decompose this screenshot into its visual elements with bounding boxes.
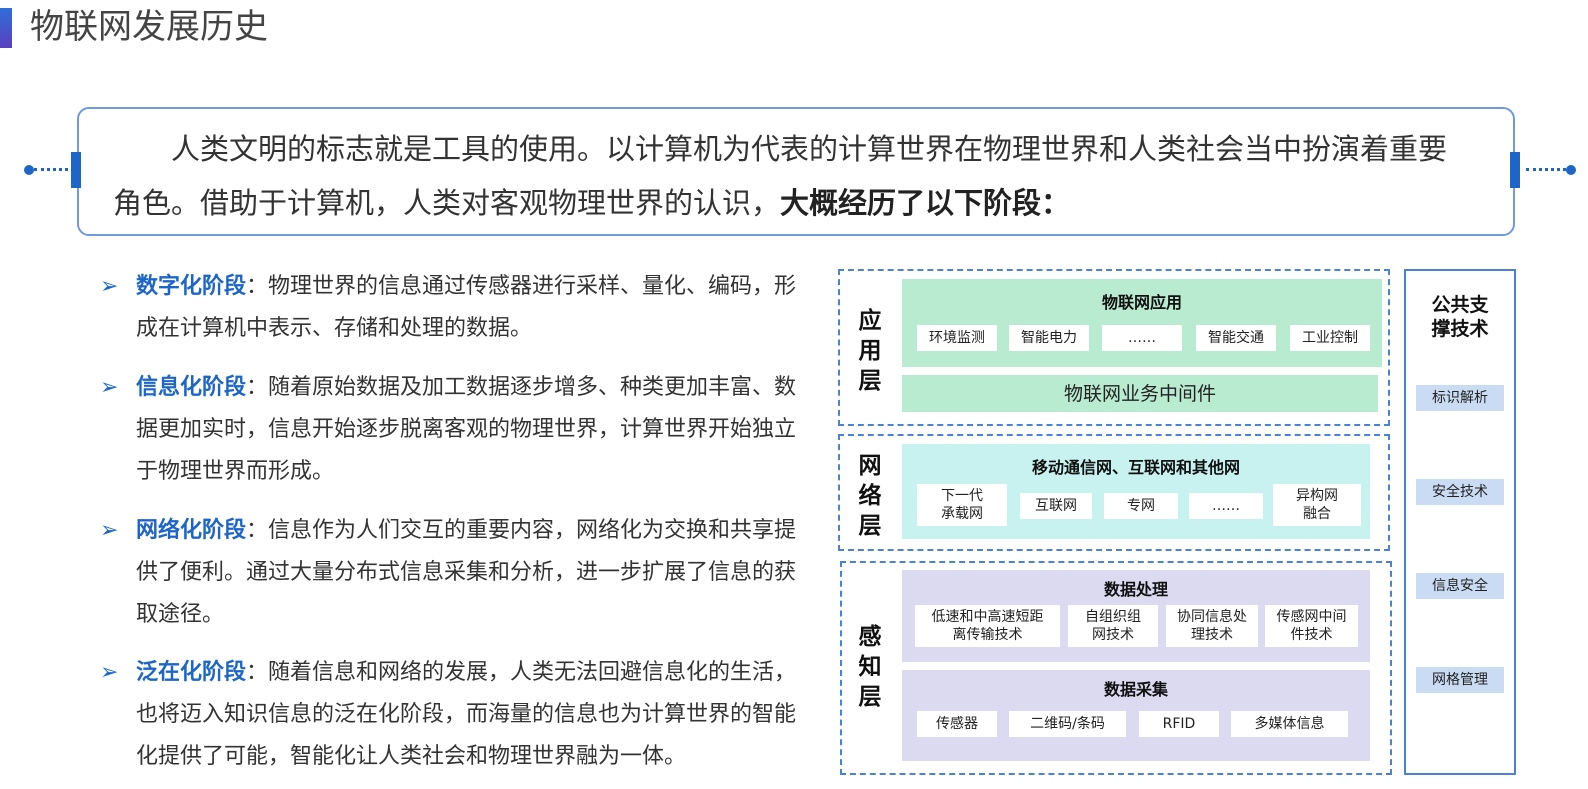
app-item: 工业控制 bbox=[1290, 325, 1370, 351]
network-item: …… bbox=[1189, 493, 1263, 519]
stage-item-information: 信息化阶段：随着原始数据及加工数据逐步增多、种类更加丰富、数据更加实时，信息开始… bbox=[136, 375, 797, 484]
iot-application-panel bbox=[902, 279, 1382, 367]
right-connector-dot bbox=[1566, 165, 1576, 175]
processing-item: 协同信息处 理技术 bbox=[1166, 605, 1258, 647]
network-item: 互联网 bbox=[1020, 493, 1092, 519]
network-item: 下一代 承载网 bbox=[917, 484, 1007, 526]
page-title: 物联网发展历史 bbox=[30, 7, 268, 47]
perception-layer-label: 感知层 bbox=[858, 624, 882, 710]
middleware-bar: 物联网业务中间件 bbox=[902, 375, 1378, 412]
right-connector-line bbox=[1526, 168, 1566, 171]
public-support-title: 公共支 撑技术 bbox=[1431, 294, 1489, 340]
collection-item: 二维码/条码 bbox=[1009, 711, 1126, 737]
support-item: 安全技术 bbox=[1416, 479, 1504, 505]
application-layer-frame bbox=[838, 269, 1390, 426]
left-connector-dot bbox=[24, 165, 34, 175]
support-item: 标识解析 bbox=[1416, 385, 1504, 411]
app-item: 智能电力 bbox=[1009, 325, 1089, 351]
intro-text: 人类文明的标志就是工具的使用。以计算机为代表的计算世界在物理世界和人类社会当中扮… bbox=[113, 122, 1458, 230]
bullet-arrow-icon: ➢ bbox=[100, 660, 119, 685]
title-accent-bar bbox=[0, 8, 12, 48]
data-collection-title: 数据采集 bbox=[1103, 680, 1168, 699]
left-connector-line bbox=[34, 168, 74, 171]
network-layer-label: 网络层 bbox=[858, 453, 882, 539]
app-item: 智能交通 bbox=[1196, 325, 1276, 351]
intro-body: 人类文明的标志就是工具的使用。以计算机为代表的计算世界在物理世界和人类社会当中扮… bbox=[113, 132, 1448, 220]
iot-application-title: 物联网应用 bbox=[1101, 293, 1182, 312]
collection-item: RFID bbox=[1139, 711, 1219, 737]
intro-emphasis: 大概经历了以下阶段： bbox=[780, 186, 1071, 220]
processing-item: 低速和中高速短距 离传输技术 bbox=[915, 605, 1060, 647]
bullet-arrow-icon: ➢ bbox=[100, 274, 119, 299]
app-item: …… bbox=[1102, 325, 1182, 351]
public-support-frame bbox=[1404, 269, 1516, 775]
collection-item: 多媒体信息 bbox=[1231, 711, 1348, 737]
collection-item: 传感器 bbox=[917, 711, 997, 737]
application-layer-label: 应用层 bbox=[858, 308, 882, 394]
network-layer-frame bbox=[838, 434, 1390, 551]
app-item: 环境监测 bbox=[917, 325, 997, 351]
network-panel-title: 移动通信网、互联网和其他网 bbox=[1031, 458, 1240, 477]
stage-item-ubiquitous: 泛在化阶段：随着信息和网络的发展，人类无法回避信息化的生活，也将迈入知识信息的泛… bbox=[136, 660, 797, 769]
bullet-arrow-icon: ➢ bbox=[100, 375, 119, 400]
stage-item-digital: 数字化阶段：物理世界的信息通过传感器进行采样、量化、编码，形成在计算机中表示、存… bbox=[136, 274, 797, 341]
support-item: 网格管理 bbox=[1416, 667, 1504, 693]
perception-layer-frame bbox=[840, 561, 1392, 775]
data-processing-title: 数据处理 bbox=[1103, 580, 1168, 599]
right-box-cap bbox=[1510, 152, 1520, 188]
network-item: 异构网 融合 bbox=[1273, 484, 1361, 526]
processing-item: 传感网中间 件技术 bbox=[1265, 605, 1358, 647]
network-item: 专网 bbox=[1104, 493, 1178, 519]
left-box-cap bbox=[71, 152, 81, 188]
stage-item-network: 网络化阶段：信息作为人们交互的重要内容，网络化为交换和共享提供了便利。通过大量分… bbox=[136, 518, 797, 627]
support-item: 信息安全 bbox=[1416, 573, 1504, 599]
processing-item: 自组织组 网技术 bbox=[1068, 605, 1158, 647]
bullet-arrow-icon: ➢ bbox=[100, 518, 119, 543]
